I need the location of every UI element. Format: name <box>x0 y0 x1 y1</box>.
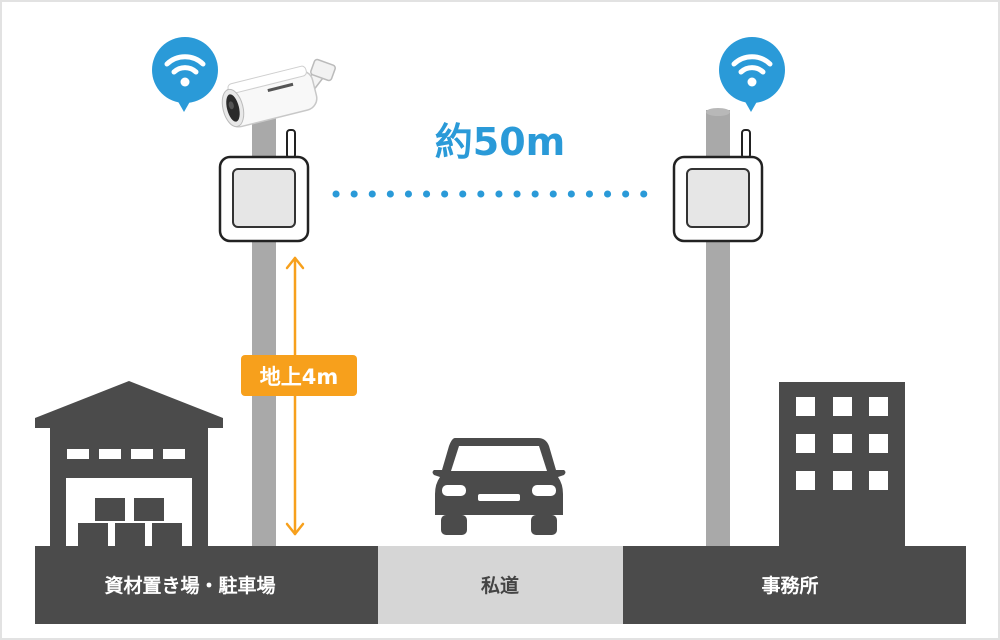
height-badge <box>241 355 357 396</box>
ground-right <box>623 546 966 624</box>
wifi-icon <box>152 37 218 112</box>
ground-middle <box>378 546 623 624</box>
warehouse-icon <box>35 381 223 546</box>
office-building-icon <box>779 382 905 546</box>
ground-label-left: 資材置き場・駐車場 <box>104 574 275 597</box>
height-label: 地上4m <box>260 365 339 389</box>
wireless-ap-icon <box>218 129 310 243</box>
camera-icon <box>221 58 336 128</box>
wifi-icon <box>719 37 785 112</box>
wireless-ap-icon <box>672 129 764 243</box>
distance-label: 約50m <box>435 120 565 164</box>
ground-label-middle: 私道 <box>481 574 519 597</box>
car-icon <box>432 438 566 535</box>
right-pole-cap <box>706 108 730 116</box>
ground-label-right: 事務所 <box>761 574 818 597</box>
ground-left <box>35 546 378 624</box>
